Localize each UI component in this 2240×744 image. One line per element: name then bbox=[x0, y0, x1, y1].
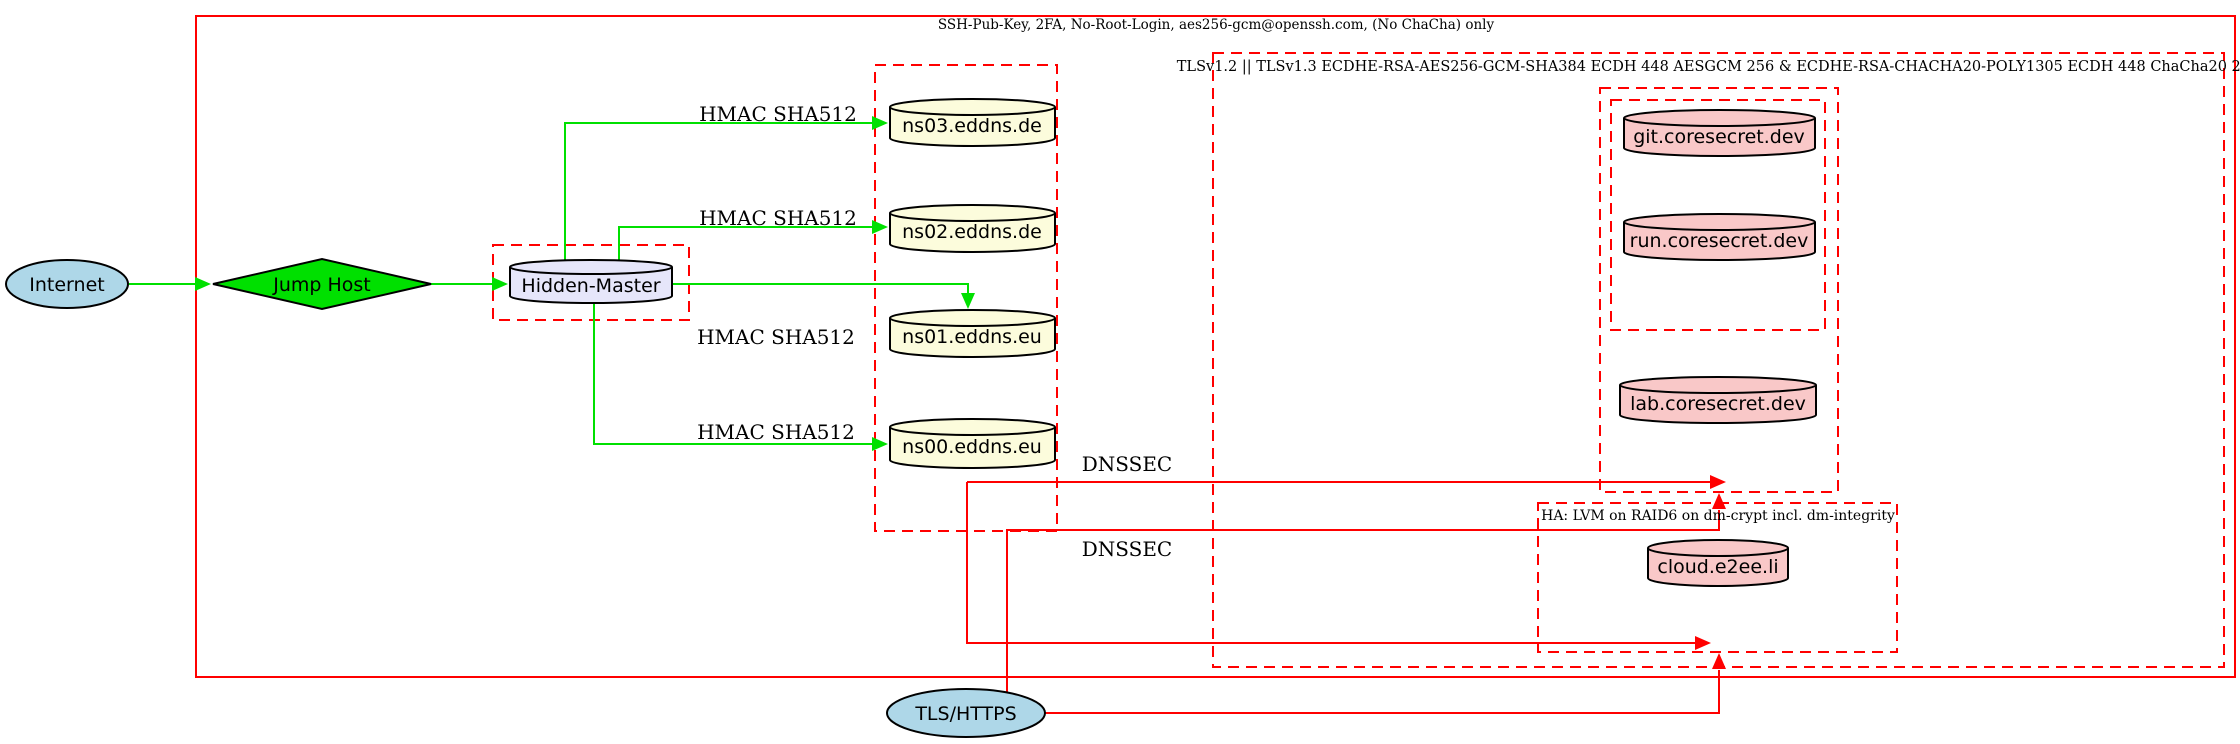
edge-tls-to-coresecret bbox=[1006, 510, 1720, 692]
ssh-cluster-label: SSH-Pub-Key, 2FA, No-Root-Login, aes256-… bbox=[938, 17, 1495, 33]
edge-tls-to-ha bbox=[1045, 670, 1720, 714]
edge-dnssec-to-ha bbox=[966, 482, 1695, 644]
cloud-cylinder bbox=[1647, 539, 1789, 587]
green-edges bbox=[129, 116, 975, 451]
green-arrowheads bbox=[195, 116, 975, 451]
run-cylinder-lid bbox=[1623, 221, 1816, 231]
lab-cylinder bbox=[1619, 376, 1817, 424]
edge-label-hmac-ns00: HMAC SHA512 bbox=[697, 420, 855, 444]
coresecret-outer-cluster-box bbox=[1599, 87, 1839, 493]
edge-label-hmac-ns01: HMAC SHA512 bbox=[697, 325, 855, 349]
ns00-cylinder bbox=[889, 418, 1056, 469]
ssh-cluster-box bbox=[195, 15, 2236, 678]
cluster-boxes bbox=[195, 15, 2236, 678]
hidden-master-cylinder bbox=[509, 259, 673, 304]
hidden-master-label: Hidden-Master bbox=[521, 275, 660, 297]
ns02-node bbox=[889, 204, 1056, 253]
ns00-cylinder-lid bbox=[889, 426, 1056, 436]
ns01-cylinder-lid bbox=[889, 317, 1056, 327]
arrowhead-ns00 bbox=[872, 437, 888, 451]
edge-label-hmac-ns03: HMAC SHA512 bbox=[699, 102, 857, 126]
arrowhead-ns01 bbox=[961, 293, 975, 309]
red-edges bbox=[966, 475, 1726, 714]
jump-host-node bbox=[212, 257, 432, 311]
edge-hm-ns01 bbox=[672, 283, 969, 293]
arrowhead-right-ha bbox=[1695, 636, 1711, 650]
ns02-cylinder bbox=[889, 204, 1056, 253]
arrowhead-ns02 bbox=[872, 220, 888, 234]
jump-host-label: Jump Host bbox=[272, 274, 371, 296]
git-cylinder bbox=[1623, 109, 1816, 157]
arrowhead-hiddenmaster bbox=[492, 277, 508, 291]
cloud-node bbox=[1647, 539, 1789, 587]
ns00-node bbox=[889, 418, 1056, 469]
edge-hm-ns03 bbox=[564, 122, 872, 261]
hidden-master-node bbox=[509, 259, 673, 304]
edge-hm-ns02 bbox=[618, 226, 872, 261]
arrowhead-ns03 bbox=[872, 116, 888, 130]
edge-label-dnssec-bottom: DNSSEC bbox=[1082, 537, 1173, 561]
arrowhead-jumphost bbox=[195, 277, 211, 291]
edge-label-dnssec-top: DNSSEC bbox=[1082, 452, 1173, 476]
cloud-label: cloud.e2ee.li bbox=[1657, 556, 1778, 578]
ha-cluster-label: HA: LVM on RAID6 on dm-crypt incl. dm-in… bbox=[1541, 508, 1895, 524]
arrowhead-right-coresecret bbox=[1710, 475, 1726, 489]
ns02-label: ns02.eddns.de bbox=[902, 221, 1042, 243]
red-arrowheads bbox=[1695, 475, 1726, 669]
run-label: run.coresecret.dev bbox=[1630, 230, 1809, 252]
arrowhead-up-ha bbox=[1712, 653, 1726, 669]
ns00-label: ns00.eddns.eu bbox=[902, 436, 1042, 458]
ns03-label: ns03.eddns.de bbox=[902, 115, 1042, 137]
ha-cluster-box bbox=[1537, 502, 1898, 653]
hidden-master-cylinder-lid bbox=[509, 266, 673, 275]
git-cylinder-lid bbox=[1623, 117, 1816, 127]
ns03-cylinder bbox=[889, 98, 1056, 147]
ns03-cylinder-lid bbox=[889, 106, 1056, 116]
tls-https-node bbox=[886, 688, 1046, 738]
ns01-node bbox=[889, 309, 1056, 358]
ns03-node bbox=[889, 98, 1056, 147]
internet-label: Internet bbox=[29, 274, 104, 296]
cloud-cylinder-lid bbox=[1647, 547, 1789, 557]
tls-cluster-label: TLSv1.2 || TLSv1.3 ECDHE-RSA-AES256-GCM-… bbox=[1177, 59, 2240, 75]
ns01-cylinder bbox=[889, 309, 1056, 358]
edge-hm-ns00 bbox=[593, 302, 872, 445]
edge-label-hmac-ns02: HMAC SHA512 bbox=[699, 206, 857, 230]
run-cylinder bbox=[1623, 213, 1816, 261]
run-node bbox=[1623, 213, 1816, 261]
lab-label: lab.coresecret.dev bbox=[1630, 393, 1806, 415]
lab-node bbox=[1619, 376, 1817, 424]
tls-https-label: TLS/HTTPS bbox=[914, 703, 1016, 725]
ns02-cylinder-lid bbox=[889, 212, 1056, 222]
arrowhead-up-coresecret bbox=[1712, 493, 1726, 509]
ns01-label: ns01.eddns.eu bbox=[902, 326, 1042, 348]
git-node bbox=[1623, 109, 1816, 157]
git-label: git.coresecret.dev bbox=[1633, 126, 1805, 148]
lab-cylinder-lid bbox=[1619, 384, 1817, 394]
coresecret-inner-cluster-box bbox=[1610, 99, 1826, 331]
internet-node bbox=[5, 259, 129, 309]
